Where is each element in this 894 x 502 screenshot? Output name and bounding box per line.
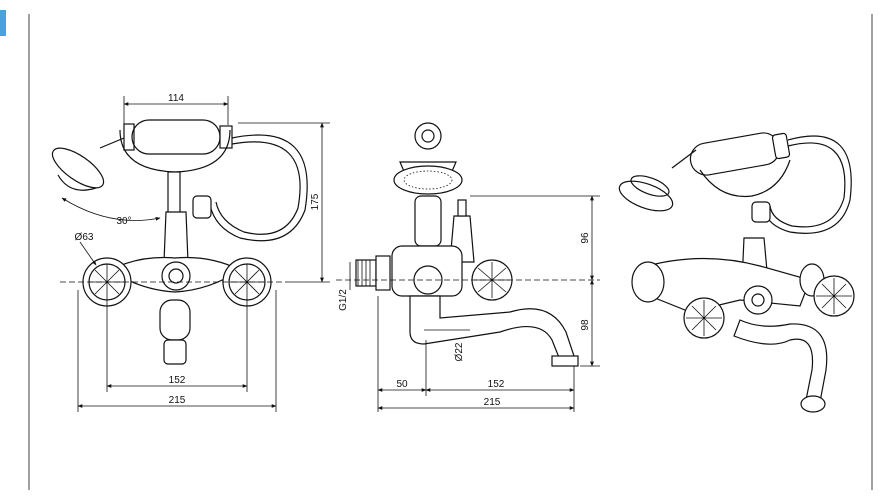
dim-114: 114 bbox=[168, 93, 184, 104]
thread-g12: G1/2 bbox=[338, 289, 349, 311]
perspective-view bbox=[618, 132, 855, 413]
dim-175: 175 bbox=[310, 193, 321, 210]
dim-50: 50 bbox=[396, 379, 408, 390]
frame bbox=[28, 14, 873, 490]
dim-152-front: 152 bbox=[169, 375, 186, 386]
dia-63: Ø63 bbox=[75, 232, 94, 243]
dim-96: 96 bbox=[580, 232, 591, 244]
side-view: 96 98 G1/2 Ø22 50 152 215 bbox=[336, 122, 600, 412]
dim-98: 98 bbox=[580, 319, 591, 331]
accent-marker bbox=[0, 10, 6, 36]
front-view: 114 175 30° Ø63 152 215 bbox=[51, 93, 330, 412]
dim-215-front: 215 bbox=[169, 395, 186, 406]
dim-215-side: 215 bbox=[484, 397, 501, 408]
dia-22: Ø22 bbox=[454, 342, 465, 361]
dim-152-side: 152 bbox=[488, 379, 505, 390]
angle-30: 30° bbox=[116, 216, 131, 227]
